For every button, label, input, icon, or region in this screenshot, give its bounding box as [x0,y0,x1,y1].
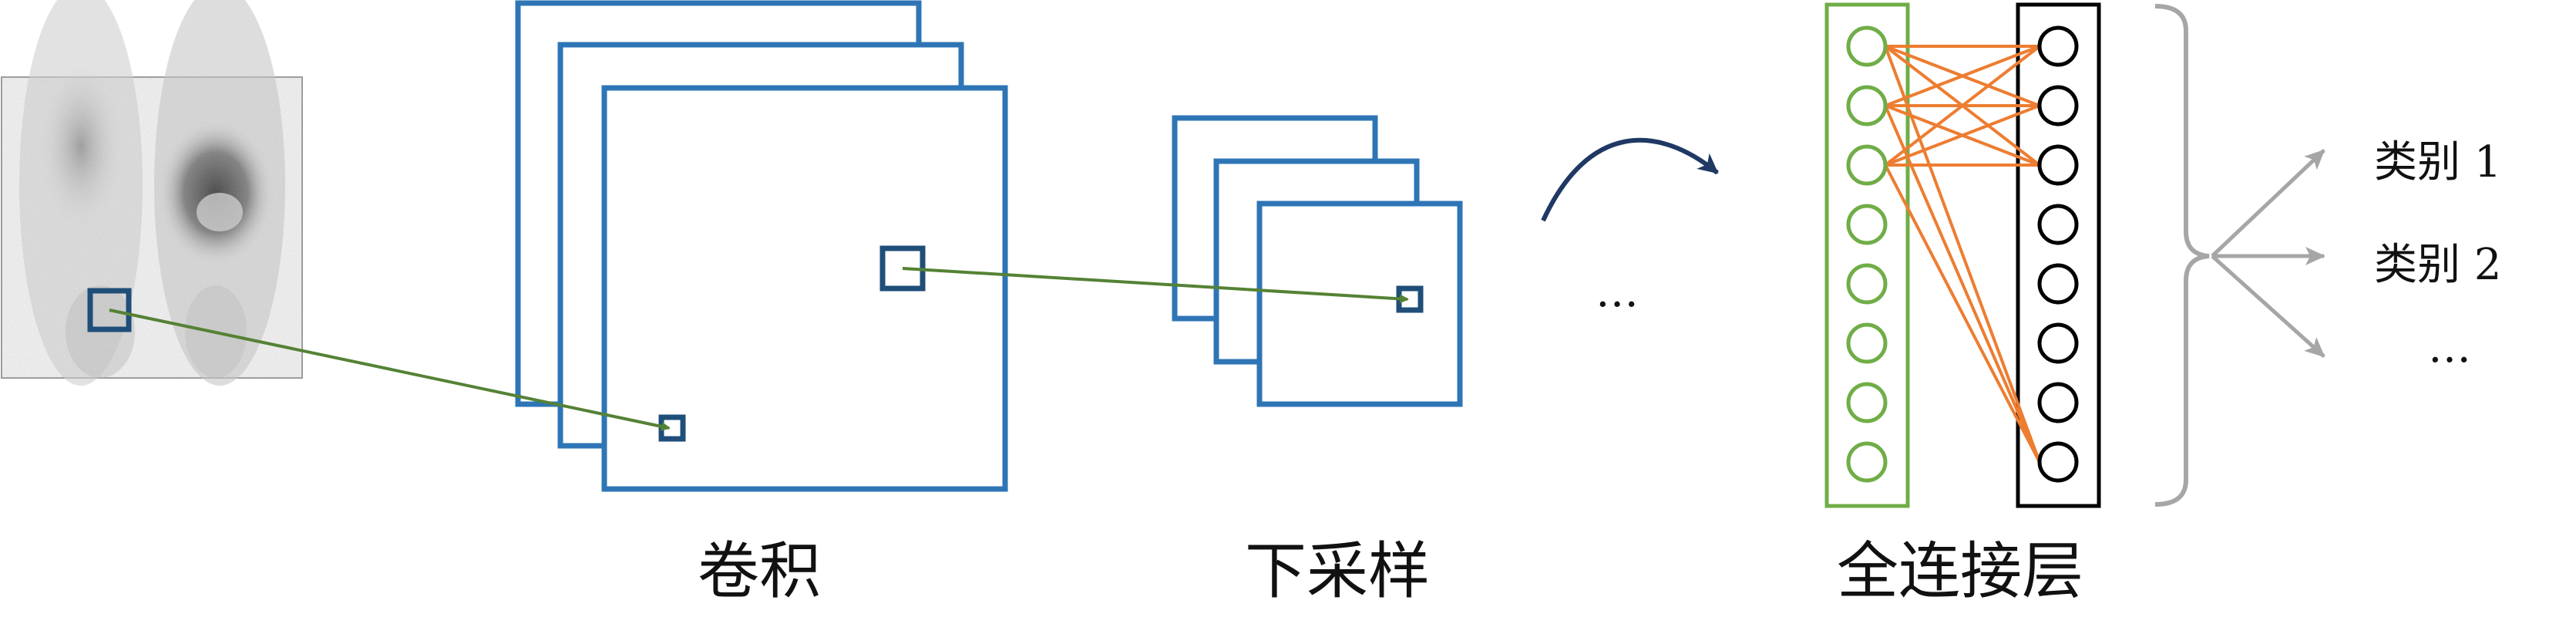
fc-neurons [1846,25,2079,483]
input-to-conv-arrow [109,309,671,431]
conv-to-subsample-arrow [902,267,1409,304]
fc-connection [1884,105,2041,463]
green-neuron [1846,322,1888,364]
fc-connections [1884,45,2041,463]
black-neuron [2037,382,2079,423]
subsample-feature-maps [1172,115,1463,407]
green-neuron [1846,144,1888,186]
green-neuron [1846,441,1888,483]
green-layer-box [1824,2,1910,508]
curved-arrow [1541,137,1719,222]
middle-ellipsis: … [1596,267,1639,317]
output-bracket [2154,4,2210,507]
green-neuron [1846,25,1888,67]
class-label-3: … [2428,322,2471,373]
black-neuron [2037,322,2079,364]
class-label-2: 类别 2 [2374,240,2502,290]
black-neuron [2037,441,2079,483]
fc-connection [1885,104,2040,167]
green-neuron [1846,382,1888,423]
class-arrow-3 [2211,255,2325,358]
fc-connection [1884,164,2041,463]
green-neuron [1846,263,1888,305]
black-neuron [2037,263,2079,305]
fc-connection [1884,46,2041,463]
input-patch [87,288,132,332]
green-neuron [1846,85,1888,126]
green-neuron [1846,204,1888,245]
class-arrow-1 [2211,149,2325,258]
black-neuron [2037,85,2079,126]
black-neuron [2037,204,2079,245]
input-image [1,0,303,386]
fc-connection [1884,45,2041,167]
fc-connection [1885,45,2040,107]
black-neuron [2037,25,2079,67]
class-label-1: 类别 1 [2374,137,2502,187]
conv-feature-maps [515,0,1008,492]
convolution-label: 卷积 [698,535,821,607]
black-layer-box [2016,2,2101,508]
black-neuron [2037,144,2079,186]
subsampling-label: 下采样 [1245,535,1430,607]
fully-connected-label: 全连接层 [1837,535,2083,607]
